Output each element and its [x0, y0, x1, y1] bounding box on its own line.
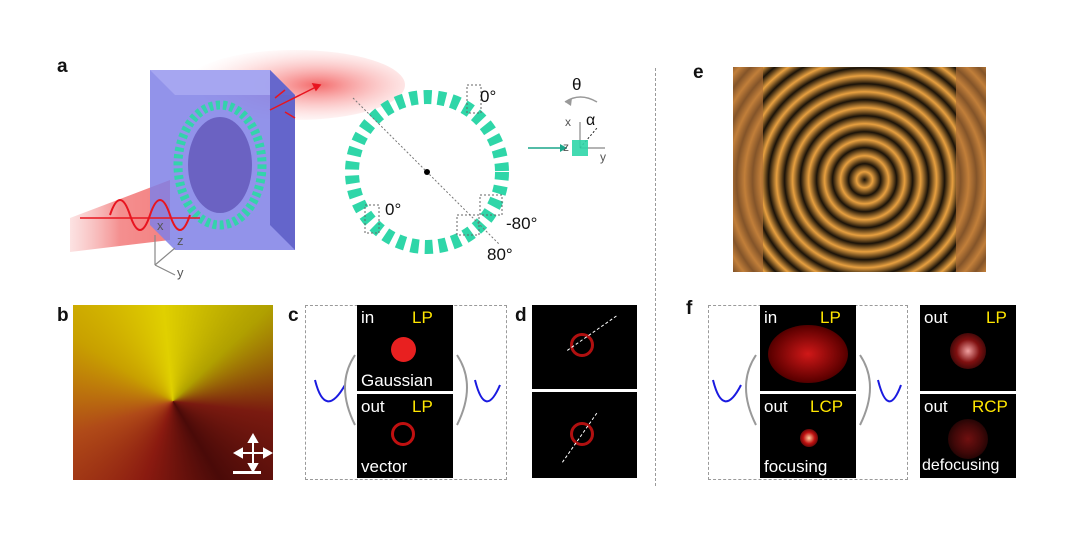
- wave: [109, 199, 191, 231]
- alpha-label: α: [586, 112, 596, 129]
- c-out-label: out: [361, 397, 385, 416]
- f-out1-label: out: [764, 397, 788, 416]
- axes-icon: [154, 235, 176, 276]
- angle-label-left: 0°: [385, 200, 402, 219]
- scale-bar: [233, 471, 261, 474]
- axis-z-label: z: [177, 233, 184, 248]
- lc-molecules: [345, 90, 509, 254]
- panel-label-e: e: [693, 62, 704, 83]
- output-arrows: [269, 83, 322, 119]
- inset-x-label: x: [565, 115, 571, 129]
- panel-b-image: [73, 305, 274, 480]
- c-in-label: in: [361, 308, 375, 327]
- panel-label-b: b: [57, 305, 69, 326]
- panel-f-out-rcp: out RCP defocusing: [920, 394, 1016, 478]
- panel-divider: [655, 68, 656, 486]
- lc-orientation-ring: [335, 80, 520, 265]
- f-out2-label: out: [924, 308, 948, 327]
- panel-label-a: a: [57, 56, 68, 77]
- panel-label-d: d: [515, 305, 527, 326]
- axis-y-label: y: [177, 265, 184, 280]
- f-out2-pol: LP: [986, 308, 1007, 327]
- polarizer-cross-icon: [232, 432, 274, 474]
- axis-x-label: x: [157, 218, 164, 233]
- ring-svg: [345, 84, 509, 254]
- input-beam: [70, 180, 170, 252]
- theta-label: θ: [572, 75, 582, 94]
- panel-e-image: [733, 67, 986, 272]
- panel-c-output: out LP vector: [357, 394, 453, 478]
- inset-coordinate: [528, 96, 605, 156]
- panel-f-input: in LP: [760, 305, 856, 391]
- panel-label-f: f: [686, 298, 693, 319]
- f-out1-mode: focusing: [764, 457, 828, 476]
- f-out1-pol: LCP: [810, 397, 844, 416]
- c-cycle-arrows: [314, 354, 501, 426]
- panel-a-device: x y z: [70, 40, 405, 280]
- device-illustration: [70, 50, 405, 276]
- f-in-pol: LP: [820, 308, 841, 327]
- panel-d-top: [532, 305, 637, 389]
- panel-d-bottom: [532, 392, 637, 478]
- inset-z-label: z: [563, 140, 569, 154]
- inset-y-label: y: [600, 150, 606, 164]
- f-out3-mode: defocusing: [922, 457, 1000, 474]
- lc-ring: [173, 100, 267, 230]
- c-in-mode: Gaussian: [361, 371, 433, 390]
- c-out-mode: vector: [361, 457, 408, 476]
- c-in-pol: LP: [412, 308, 433, 327]
- panel-f-output: out LCP focusing: [760, 394, 856, 478]
- angle-label-top: 0°: [480, 87, 497, 106]
- panel-f-out-lp: out LP: [920, 305, 1016, 391]
- c-out-pol: LP: [412, 397, 433, 416]
- f-in-label: in: [764, 308, 778, 327]
- f-out3-pol: RCP: [972, 397, 1008, 416]
- angle-label-right-b: 80°: [487, 245, 513, 264]
- f-out3-label: out: [924, 397, 948, 416]
- f-cycle-arrows: [712, 354, 902, 426]
- panel-label-c: c: [288, 305, 299, 326]
- panel-c-input: in LP Gaussian: [357, 305, 453, 391]
- angle-label-right-a: -80°: [506, 214, 538, 233]
